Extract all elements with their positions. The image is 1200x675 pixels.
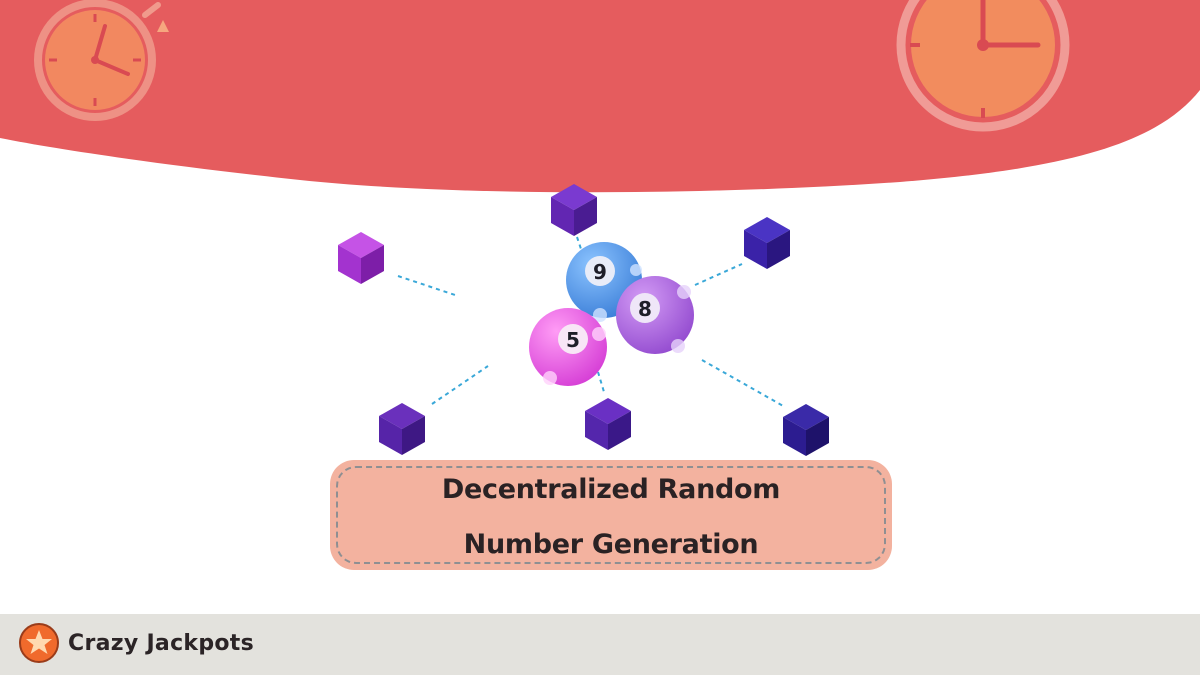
lottery-ball-8: 8 [616,276,694,354]
title-line-2: Number Generation [463,529,759,560]
brand-name: Crazy Jackpots [68,631,255,656]
svg-text:9: 9 [593,260,607,284]
title-line-1: Decentralized Random [441,474,781,505]
cube-bottom-center [585,398,631,450]
crazy-jackpots-logo-icon [19,623,59,663]
cube-bottom-left [379,403,425,455]
connector-lines [397,236,786,408]
footer-bar: Crazy Jackpots [0,614,1200,675]
title-box: Decentralized Random Number Generation [330,460,892,570]
cube-bottom-right [783,404,829,456]
clock-right-icon [896,0,1070,132]
cube-right [744,217,790,269]
cube-top [551,184,597,236]
svg-text:8: 8 [638,297,652,321]
svg-text:5: 5 [566,328,580,352]
stopwatch-left-icon [34,0,169,121]
cube-left [338,232,384,284]
lottery-ball-5: 5 [529,308,607,386]
